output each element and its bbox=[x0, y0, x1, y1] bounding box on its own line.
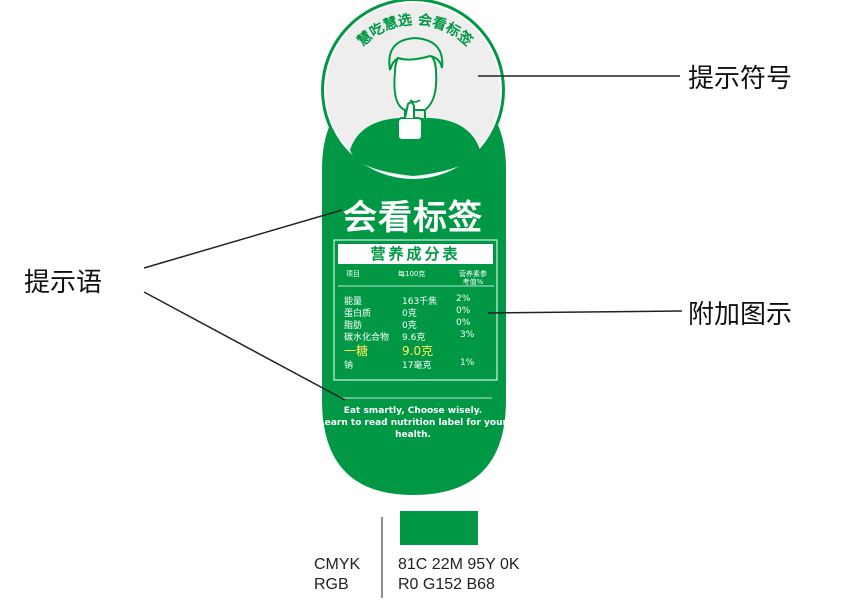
thumbs-up-figure-icon bbox=[350, 36, 480, 176]
slogan-line-2: Learn to read nutrition label for your h… bbox=[319, 418, 507, 440]
table-row: 钠 17毫克 1% bbox=[344, 358, 494, 371]
callout-phrase: 提示语 bbox=[24, 268, 103, 298]
row-nrv: 3% bbox=[460, 330, 475, 340]
row-value: 17毫克 bbox=[402, 361, 432, 371]
callout-symbol: 提示符号 bbox=[688, 64, 793, 94]
header-item: 项目 bbox=[346, 270, 360, 278]
callout-line-phrase-1 bbox=[143, 209, 343, 269]
callout-line-phrase-2 bbox=[143, 291, 346, 401]
row-value: 9.6克 bbox=[402, 333, 426, 343]
row-name: 脂肪 bbox=[344, 321, 363, 331]
color-swatch bbox=[400, 511, 478, 545]
row-name: 蛋白质 bbox=[344, 309, 372, 319]
slogan: Eat smartly, Choose wisely. Learn to rea… bbox=[318, 405, 508, 441]
nutrition-table: 营养成分表 项目 每100克 营养素参考值% 能量 163千焦 2% 蛋白质 0… bbox=[334, 240, 497, 380]
row-nrv: 2% bbox=[456, 294, 471, 304]
row-nrv: 0% bbox=[456, 318, 471, 328]
slogan-line-1: Eat smartly, Choose wisely. bbox=[343, 406, 483, 416]
row-name: 一糖 bbox=[344, 344, 369, 358]
rgb-value: R0 G152 B68 bbox=[398, 576, 495, 593]
header-nrv: 营养素参考值% bbox=[459, 270, 487, 286]
table-row: 脂肪 0克 0% bbox=[344, 318, 494, 331]
callout-figure: 附加图示 bbox=[688, 300, 793, 330]
table-row-highlight: 一糖 9.0克 bbox=[344, 342, 494, 358]
callout-line-figure bbox=[487, 310, 683, 314]
table-title: 营养成分表 bbox=[338, 244, 493, 264]
model-rgb-label: RGB bbox=[314, 576, 349, 593]
table-row: 蛋白质 0克 0% bbox=[344, 306, 494, 319]
main-title: 会看标签 bbox=[343, 198, 483, 238]
header-per100g: 每100克 bbox=[398, 270, 426, 278]
model-cmyk-label: CMYK bbox=[314, 556, 361, 573]
table-row: 能量 163千焦 2% bbox=[344, 294, 494, 307]
row-value: 9.0克 bbox=[402, 344, 434, 358]
row-nrv: 0% bbox=[456, 306, 471, 316]
row-name: 能量 bbox=[344, 297, 363, 307]
row-nrv: 1% bbox=[460, 358, 475, 368]
table-row: 碳水化合物 9.6克 3% bbox=[344, 330, 494, 343]
cmyk-value: 81C 22M 95Y 0K bbox=[398, 556, 520, 573]
row-name: 钠 bbox=[344, 361, 354, 371]
row-name: 碳水化合物 bbox=[344, 333, 390, 343]
row-value: 163千焦 bbox=[402, 297, 438, 307]
row-value: 0克 bbox=[402, 309, 417, 319]
row-value: 0克 bbox=[402, 321, 417, 331]
